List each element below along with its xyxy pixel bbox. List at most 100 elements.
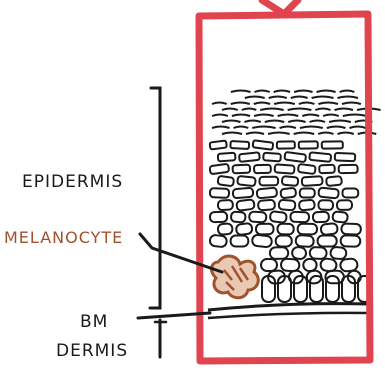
keratinocyte-cell [298, 164, 316, 174]
corneum-flake [343, 115, 367, 117]
corneum-flake [269, 97, 287, 99]
keratinocyte-cell [318, 188, 339, 199]
corneum-flake [291, 97, 308, 99]
keratinocyte-cell [282, 176, 299, 186]
keratinocyte-cell [231, 235, 249, 246]
corneum-flake [274, 91, 290, 93]
corneum-flake [340, 91, 355, 93]
keratinocyte-cell [295, 235, 314, 247]
keratinocyte-cell [254, 165, 271, 173]
keratinocyte-cell [230, 141, 249, 149]
keratinocyte-cell [279, 200, 296, 211]
corneum-flake [338, 133, 354, 135]
keratinocyte-cell [313, 212, 329, 223]
corneum-flake [212, 115, 228, 117]
corneum-flake [317, 91, 336, 93]
corneum-flake [280, 127, 296, 129]
keratinocyte-cell [263, 153, 281, 162]
corneum-flake [342, 103, 361, 105]
keratinocyte-cell [341, 223, 361, 234]
red-frame [199, 0, 370, 361]
keratinocyte-cell [257, 188, 278, 199]
keratinocyte-cell [237, 176, 256, 186]
corneum-flake [323, 115, 339, 117]
keratinocyte-cell [299, 200, 315, 211]
corneum-flake [234, 127, 249, 129]
corneum-flake [268, 133, 290, 135]
keratinocyte-cell [309, 152, 331, 162]
corneum-flake [288, 121, 305, 123]
keratinocyte-cell [339, 165, 358, 173]
bm-label: BM [80, 314, 108, 331]
keratinocyte-cell [310, 247, 327, 259]
keratinocyte-cell [256, 224, 274, 235]
basal-cell [294, 276, 307, 302]
keratinocyte-cell [218, 223, 233, 235]
keratinocyte-cell [252, 234, 272, 247]
keratinocyte-cell [210, 212, 227, 222]
corneum-flake [274, 103, 295, 105]
keratinocyte-cell [340, 235, 360, 247]
keratinocyte-cell [330, 247, 346, 260]
keratinocyte-cell [210, 140, 227, 149]
keratinocyte-cell [281, 258, 300, 271]
corneum-flake [246, 133, 264, 135]
keratinocyte-cell [231, 212, 246, 223]
keratinocyte-cell [326, 176, 342, 186]
corneum-flake [254, 103, 270, 105]
keratinocyte-cell [318, 200, 333, 210]
keratinocyte-cell [275, 164, 295, 173]
corneum-flake [337, 97, 358, 99]
corneum-flake [244, 121, 260, 123]
dermis-label: DERMIS [56, 343, 128, 360]
keratinocyte-cell [335, 153, 355, 161]
keratinocyte-cell [299, 141, 318, 148]
corneum-flake [302, 115, 319, 117]
keratinocyte-cell [277, 141, 295, 148]
corneum-flake [242, 109, 257, 111]
keratinocyte-cell [239, 152, 260, 162]
keratinocyte-cell [291, 246, 306, 259]
corneum-flake [300, 127, 323, 129]
keratinocyte-cell [233, 188, 254, 198]
corneum-flake [329, 121, 351, 123]
corneum-flake [255, 91, 270, 93]
keratinocyte-cell [322, 141, 343, 148]
keratinocyte-cell [249, 211, 267, 222]
basal-cell [326, 276, 339, 302]
basal-cell-row [262, 276, 371, 302]
keratinocyte-cell [258, 200, 275, 211]
melanocyte-label: MELANOCYTE [4, 230, 123, 246]
keratinocyte-cell [319, 165, 335, 174]
melanocyte-cell [212, 256, 259, 298]
keratinocyte-cell [342, 188, 358, 197]
corneum-flake [252, 127, 275, 129]
corneum-flake [245, 97, 265, 99]
corneum-flake [318, 133, 333, 135]
keratinocyte-cell [337, 200, 352, 210]
keratinocyte-cell [236, 199, 254, 211]
corneum-flake [299, 103, 315, 105]
keratinocyte-cell [209, 235, 227, 248]
keratinocyte-cell [277, 224, 293, 235]
stratum-corneum-flakes [212, 91, 381, 135]
keratinocyte-cell [302, 176, 323, 186]
keratinocyte-cell [290, 212, 309, 223]
keratinocyte-cell [253, 140, 274, 149]
keratinocyte-cell [284, 152, 306, 162]
dermis-bracket [155, 320, 166, 357]
corneum-flake [222, 109, 238, 111]
keratinocyte-cell [259, 177, 278, 186]
epidermis-bracket [150, 88, 160, 308]
corneum-flake [222, 121, 240, 123]
corneum-flake [312, 97, 334, 99]
corneum-flake [294, 133, 315, 135]
corneum-flake [318, 103, 338, 105]
corneum-flake [254, 115, 274, 117]
keratinocyte-cell [318, 235, 337, 246]
keratinocyte-cell [276, 236, 292, 247]
keratinocyte-cell [340, 258, 358, 272]
keratinocyte-cell [280, 188, 296, 199]
corneum-flake [222, 133, 242, 135]
keratinocyte-cell [332, 211, 348, 223]
